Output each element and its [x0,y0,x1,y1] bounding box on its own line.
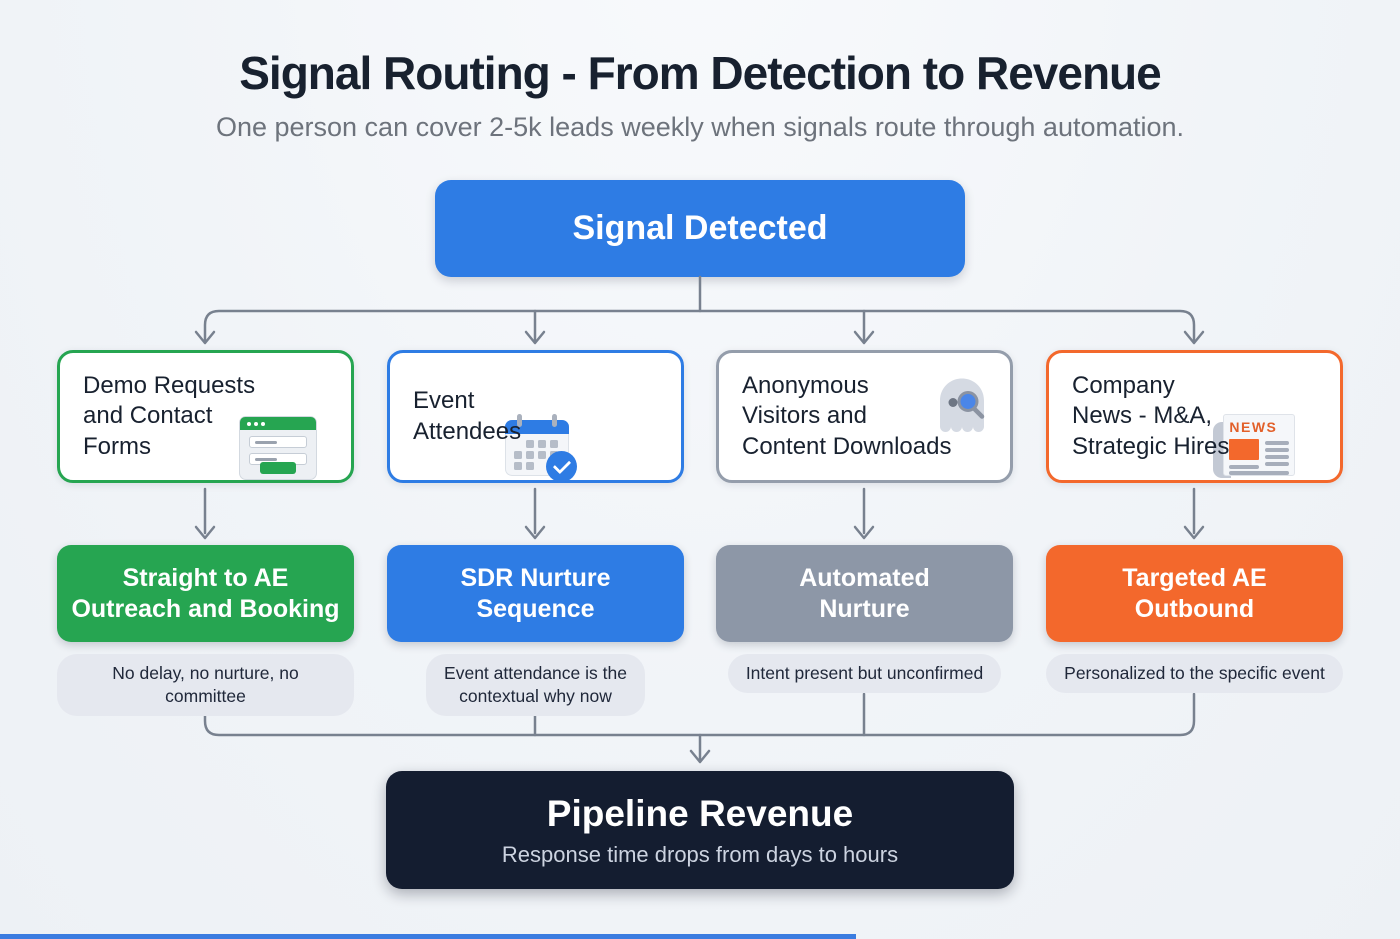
bottom-edge-accent [0,934,856,939]
action-node-ae-outreach: Straight to AE Outreach and Booking [57,545,354,642]
action-label: Targeted AE Outbound [1122,564,1267,623]
newspaper-icon: NEWS [1213,414,1297,480]
pipeline-revenue-node: Pipeline Revenue Response time drops fro… [386,771,1014,889]
source-label: Demo Requests and Contact Forms [83,372,256,460]
magnifier-handle [971,406,985,419]
action-node-automated-nurture: Automated Nurture [716,545,1013,642]
check-badge-icon [546,451,578,482]
ghost-eye [948,397,958,407]
form-window-icon [239,416,318,480]
note-pill-wrap: Intent present but unconfirmed [716,654,1013,693]
arrowhead [853,525,875,540]
source-node-demo-requests: Demo Requests and Contact Forms [57,350,354,483]
source-node-anonymous-visitors: Anonymous Visitors and Content Downloads [716,350,1013,483]
connector-split-rail [203,309,1196,342]
source-node-event-attendees: Event Attendees [387,350,684,483]
note-pill: Event attendance is the contextual why n… [426,654,645,716]
source-label: Event Attendees [413,387,522,445]
source-node-company-news: Company News - M&A, Strategic Hires NEWS [1046,350,1343,483]
arrowhead [194,330,216,345]
arrowhead [1183,330,1205,345]
arrowhead [1183,525,1205,540]
magnifier-lens [957,390,979,412]
note-pill: Personalized to the specific event [1046,654,1343,693]
arrowhead [524,525,546,540]
note-pill-wrap: No delay, no nurture, no committee [57,654,354,716]
page-title: Signal Routing - From Detection to Reven… [239,47,1161,99]
action-label: Straight to AE Outreach and Booking [71,564,340,623]
signal-detected-label: Signal Detected [572,209,828,247]
ghost-search-icon [930,372,994,445]
arrowhead [194,525,216,540]
outcome-subtitle: Response time drops from days to hours [501,841,899,867]
outcome-title: Pipeline Revenue [546,792,854,834]
arrowhead [524,330,546,345]
calendar-check-icon [505,414,578,482]
source-label: Anonymous Visitors and Content Downloads [742,372,952,460]
action-label: Automated Nurture [799,564,930,623]
signal-detected-node: Signal Detected [435,180,965,277]
note-pill: Intent present but unconfirmed [727,654,1002,693]
action-label: SDR Nurture Sequence [460,564,611,623]
source-label: Company News - M&A, Strategic Hires [1072,372,1230,460]
news-masthead: NEWS [1229,419,1278,435]
page-subtitle: One person can cover 2-5k leads weekly w… [215,112,1185,142]
note-pill-wrap: Event attendance is the contextual why n… [387,654,684,716]
note-pill: No delay, no nurture, no committee [57,654,354,716]
arrowhead [689,749,711,764]
action-node-targeted-ae-outbound: Targeted AE Outbound [1046,545,1343,642]
note-pill-wrap: Personalized to the specific event [1046,654,1343,693]
action-node-sdr-nurture: SDR Nurture Sequence [387,545,684,642]
arrowhead [853,330,875,345]
